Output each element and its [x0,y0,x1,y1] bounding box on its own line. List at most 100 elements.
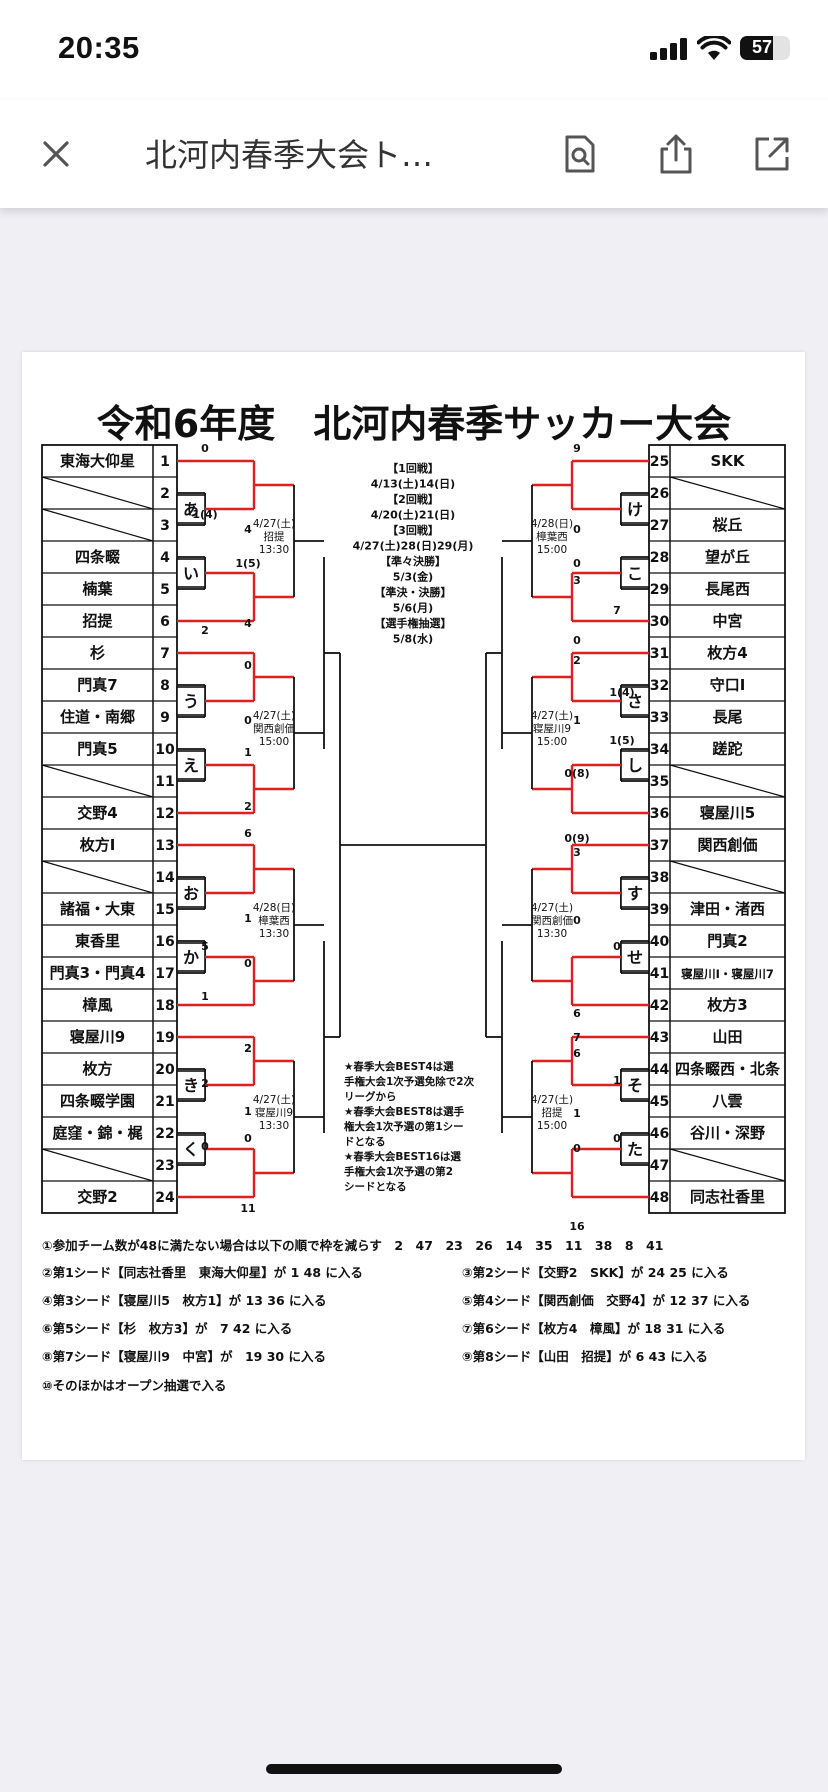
venue-text: 4/27(土) [253,1093,295,1106]
seed-number: 41 [650,966,669,982]
note-text: シードとなる [344,1181,407,1193]
seed-number: 4 [160,550,170,566]
team-name: 枚方 [82,1060,112,1078]
venue-text: 15:00 [537,544,567,556]
seed-number: 5 [160,582,170,598]
score-text: 7 [573,1031,581,1044]
match-box [176,942,206,972]
team-name: 八雲 [711,1092,742,1110]
cellular-signal-icon [650,38,690,60]
seed-number: 48 [650,1190,669,1206]
seed-number: 37 [650,838,669,854]
share-icon[interactable] [654,132,698,176]
score-text: 2 [201,1077,209,1090]
match-box [620,942,650,972]
venue-text: 15:00 [537,1120,567,1132]
score-text: 0 [573,523,581,536]
note-text: リーグから [344,1090,397,1103]
empty-slot-slash [669,1148,786,1182]
match-label: し [627,756,643,775]
seed-number: 19 [155,1030,174,1046]
seed-number: 40 [650,934,670,950]
close-icon[interactable] [34,132,78,176]
seed-number: 13 [155,838,174,854]
score-text: 0(8) [564,767,589,780]
score-text: 1 [201,990,209,1003]
team-name: 望が丘 [705,548,750,566]
score-text: 5 [201,940,209,953]
team-name: 枚方Ⅰ [80,836,116,854]
wifi-icon [696,34,732,66]
seed-number: 24 [155,1190,175,1206]
seed-number: 34 [650,742,670,758]
match-label: た [627,1140,643,1159]
empty-slot-slash [669,860,786,894]
venue-text: 関西創価 [253,722,295,735]
schedule-text: 【3回戦】 [387,523,439,537]
battery-level: 57 [751,37,773,57]
empty-slot-slash [41,476,154,510]
score-text: 2 [201,624,209,637]
team-name: 関西創価 [697,836,757,854]
score-text: 3 [573,846,581,859]
rule-text: ⑧第7シード【寝屋川9 中宮】が 19 30 に入る [42,1349,326,1364]
match-label: え [183,756,199,775]
seed-number: 31 [650,646,669,662]
viewer-toolbar [0,100,828,208]
empty-slot-slash [669,476,786,510]
rule-text: ③第2シード【交野2 SKK】が 24 25 に入る [462,1265,729,1280]
seed-number: 26 [650,486,669,502]
score-text: 1 [573,1107,581,1120]
team-name: 谷川・深野 [690,1124,765,1142]
seed-number: 20 [155,1062,175,1078]
score-text: 2 [244,800,252,813]
venue-text: 4/27(土) [531,709,573,722]
venue-text: 15:00 [259,736,289,748]
rule-text: ⑨第8シード【山田 招提】が 6 43 に入る [462,1349,708,1364]
match-label: せ [627,948,643,967]
score-text: 1(5) [609,734,634,747]
note-text: 手権大会1次予選免除で2次 [344,1075,475,1088]
schedule-text: 4/27(土)28(日)29(月) [353,539,474,553]
rule-text: ①参加チーム数が48に満たない場合は以下の順で枠を減らす 2 47 23 26 … [42,1238,663,1253]
seed-number: 21 [155,1094,174,1110]
team-name: 枚方4 [707,644,747,662]
find-in-page-icon[interactable] [558,132,602,176]
team-name: 招提 [82,612,113,630]
team-name: 蹉跎 [712,740,742,758]
match-label: こ [627,564,643,583]
team-name: 四条畷 [75,548,120,566]
seed-number: 23 [155,1158,174,1174]
score-text: 1(4) [192,508,217,521]
score-text: 6 [573,1047,581,1060]
score-text: 0 [244,659,252,672]
team-name: 住道・南郷 [60,708,135,726]
note-text: ★春季大会BEST16は選 [344,1150,461,1163]
note-text: 手権大会1次予選の第2 [344,1165,453,1178]
empty-slot-slash [41,1148,154,1182]
score-text: 2 [573,654,581,667]
schedule-text: 【1回戦】 [387,461,439,475]
score-text: 0 [201,1140,209,1153]
seed-number: 8 [160,678,170,694]
team-name: 門真5 [77,740,117,758]
match-label: く [183,1140,199,1159]
open-external-icon[interactable] [750,132,794,176]
score-text: 0 [244,957,252,970]
team-name: 交野4 [77,804,117,822]
seed-number: 32 [650,678,669,694]
score-text: 4 [244,617,252,630]
match-label: う [183,692,199,711]
match-box [176,750,206,780]
match-box [176,1070,206,1100]
seed-number: 35 [650,774,669,790]
bracket-title: 令和6年度 北河内春季サッカー大会 [97,402,731,446]
team-name: 交野2 [77,1188,117,1206]
team-name: 寝屋川9 [70,1028,125,1046]
team-name: 四条畷西・北条 [675,1060,781,1078]
note-text: ドとなる [344,1136,386,1148]
rule-text: ⑤第4シード【関西創価 交野4】が 12 37 に入る [462,1293,750,1308]
team-name: 山田 [712,1028,742,1046]
seed-number: 28 [650,550,669,566]
